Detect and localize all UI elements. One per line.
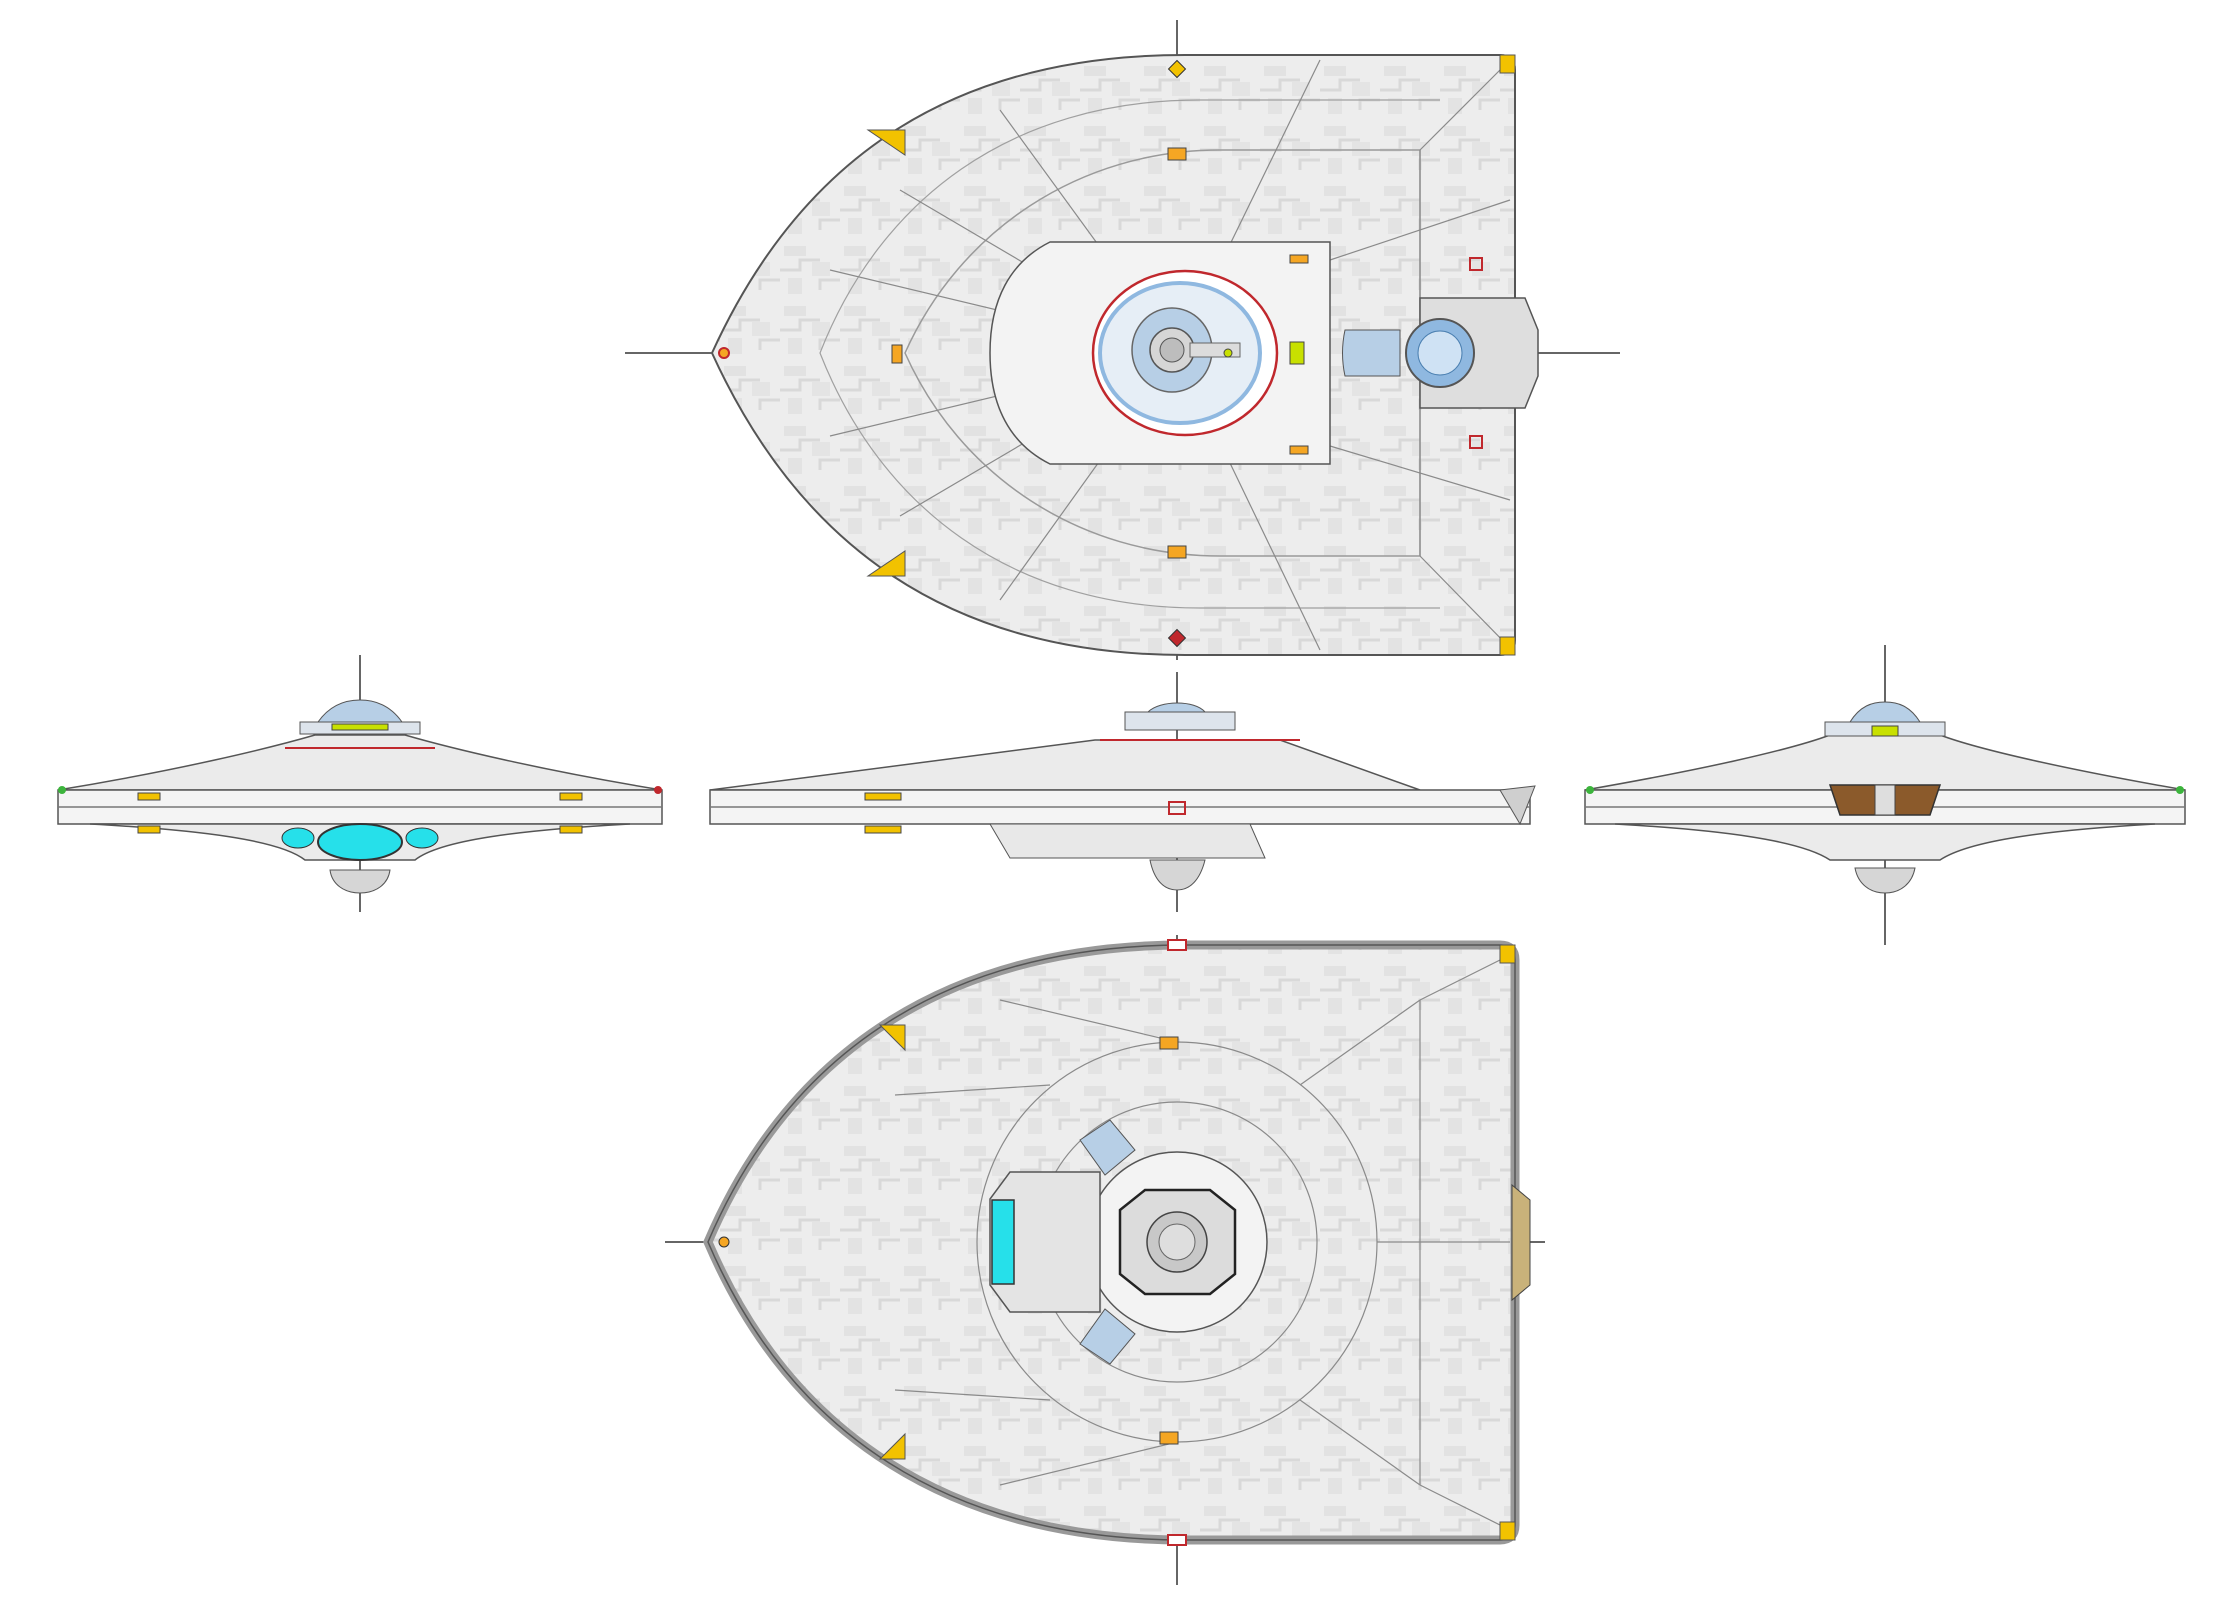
- ventral-brace-upper: [1079, 1119, 1136, 1176]
- fore-view: [57, 655, 663, 912]
- fore-dome: [317, 699, 403, 723]
- aft-ventral-dome: [1854, 867, 1916, 894]
- fore-deflector: [317, 823, 403, 861]
- profile-secondary-hull: [989, 823, 1266, 859]
- dorsal-accent-yellow-tr: [1499, 54, 1516, 74]
- aft-view: [1584, 645, 2186, 945]
- dorsal-marker-fore: [1167, 147, 1187, 161]
- dorsal-nav-light-bow: [718, 347, 730, 359]
- profile-upper-hull: [709, 739, 1421, 791]
- fore-ventral-dome: [329, 869, 391, 894]
- dorsal-inner-rim: [904, 149, 1421, 557]
- dorsal-impulse-neck: [1342, 329, 1401, 377]
- profile-bridge-dome: [1146, 702, 1207, 713]
- profile-impulse-fin: [1499, 785, 1536, 826]
- dorsal-marker-port: [891, 344, 903, 364]
- ventral-deflector-housing: [989, 1171, 1101, 1313]
- ventral-nav-light-bow: [718, 1236, 730, 1248]
- profile-bridge-deck: [1124, 711, 1236, 731]
- aft-lower-hull: [1614, 823, 2156, 861]
- dorsal-bridge-vents: [1289, 341, 1305, 365]
- profile-hatch: [1168, 801, 1186, 815]
- fore-upper-hull: [57, 734, 663, 791]
- dorsal-bridge-rail: [1189, 342, 1241, 358]
- ventral-aft-fin: [1511, 1183, 1531, 1302]
- dorsal-accent-yellow-al: [866, 550, 906, 577]
- starboard-profile-view: [709, 672, 1536, 912]
- aft-upper-hull: [1584, 734, 2186, 791]
- profile-ventral-dome: [1149, 859, 1206, 891]
- aft-dome: [1849, 701, 1921, 723]
- dorsal-view: [625, 20, 1620, 660]
- dorsal-bridge-beacon: [1223, 348, 1233, 358]
- ventral-view: [665, 935, 1545, 1585]
- ventral-panel-lines: [894, 954, 1511, 1531]
- ventral-deflector: [991, 1199, 1015, 1285]
- dorsal-accent-yellow-br: [1499, 636, 1516, 656]
- ventral-brace-lower: [1079, 1308, 1136, 1365]
- dorsal-accent-yellow-fl: [866, 129, 906, 156]
- dorsal-outer-ring: [819, 99, 1440, 609]
- dorsal-marker-aft: [1167, 545, 1187, 559]
